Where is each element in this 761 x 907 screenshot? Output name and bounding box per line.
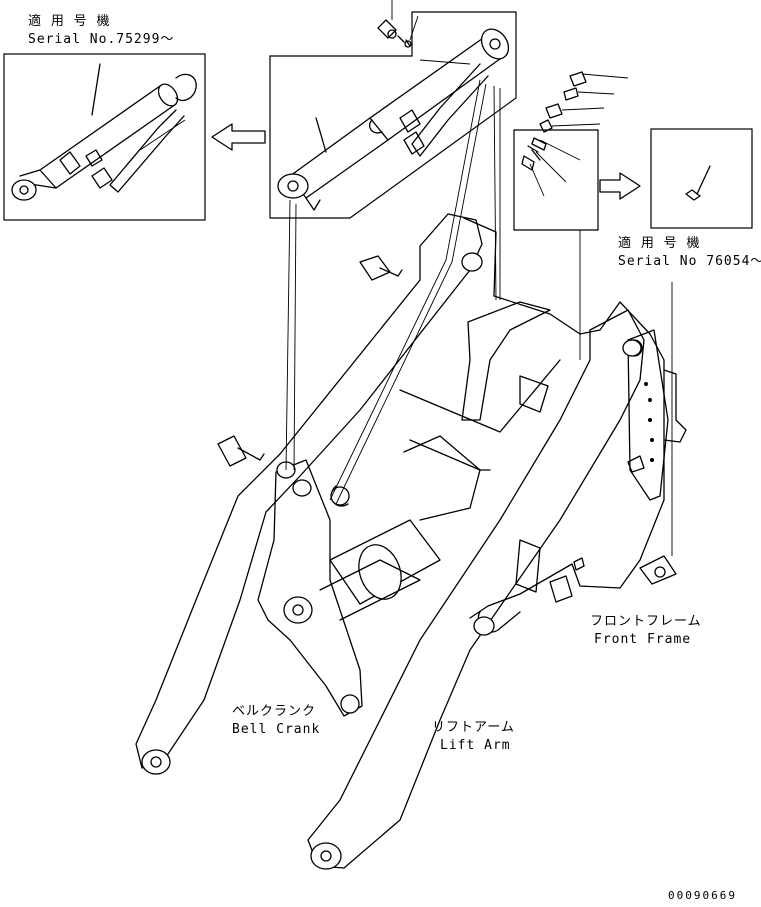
serial-label-a-en: Serial No.75299～ bbox=[28, 32, 175, 47]
pin-lower bbox=[217, 435, 265, 467]
inset-box-cylinder-variant bbox=[3, 53, 206, 221]
bell-crank-label-jp: ベルクランク bbox=[232, 704, 317, 719]
inset-box-fitting-variant bbox=[650, 128, 753, 229]
arrow-left-icon bbox=[211, 123, 266, 151]
main-cylinder-box bbox=[269, 11, 517, 219]
grease-fitting-top bbox=[377, 0, 419, 48]
serial-label-b-jp: 適 用 号 機 bbox=[618, 236, 701, 251]
lift-arm bbox=[135, 213, 645, 870]
drawing-number: 00090669 bbox=[668, 889, 737, 902]
front-frame-label-jp: フロントフレーム bbox=[590, 614, 702, 629]
pin-upper bbox=[359, 255, 403, 281]
arrow-right-icon bbox=[599, 172, 641, 200]
serial-label-b-en: Serial No 76054～ bbox=[618, 254, 761, 269]
bell-crank bbox=[257, 459, 421, 717]
fitting-parts-box bbox=[513, 71, 629, 231]
bell-crank-label-en: Bell Crank bbox=[232, 722, 321, 737]
lift-arm-label-en: Lift Arm bbox=[440, 738, 511, 753]
front-frame bbox=[399, 217, 687, 619]
hose-lines bbox=[285, 79, 673, 556]
front-frame-label-en: Front Frame bbox=[594, 632, 692, 647]
lift-arm-label-jp: リフトアーム bbox=[432, 720, 515, 735]
serial-label-a-jp: 適 用 号 機 bbox=[28, 14, 111, 29]
